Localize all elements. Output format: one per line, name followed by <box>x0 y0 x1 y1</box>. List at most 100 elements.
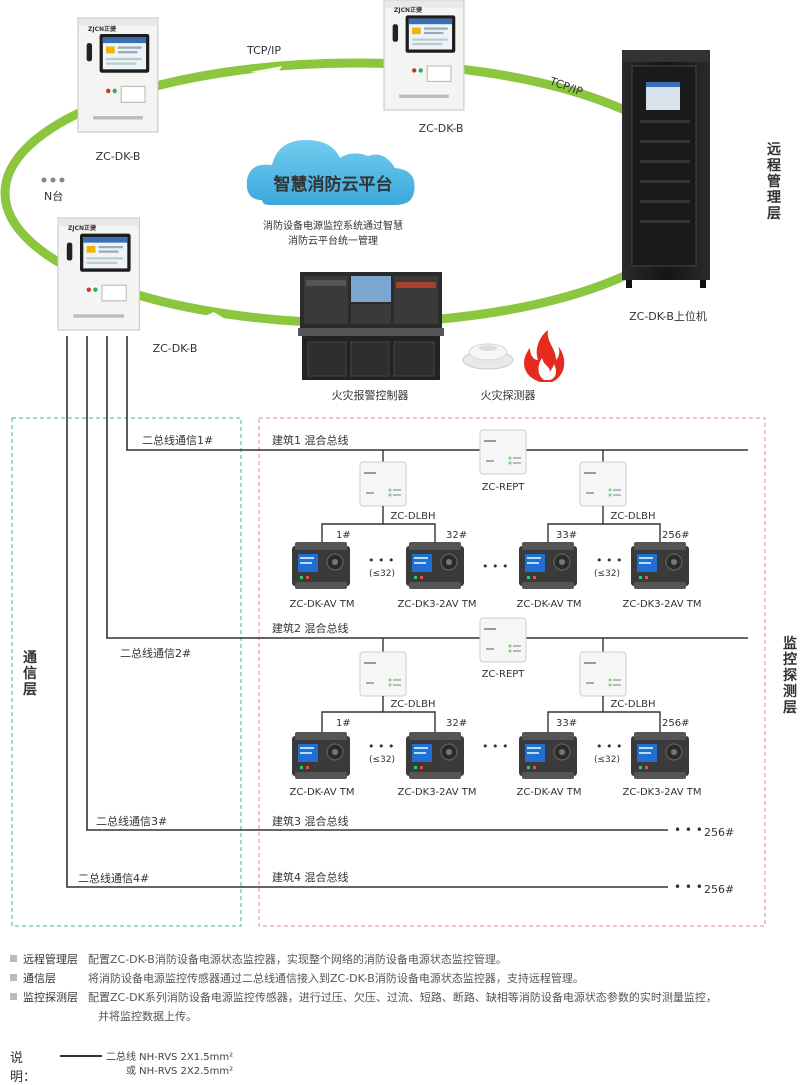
svg-text:层: 层 <box>23 682 37 698</box>
cloud-desc-1: 消防设备电源监控系统通过智慧 <box>263 219 403 232</box>
ring-arrow-right <box>572 98 598 118</box>
bus-label-3: 二总线通信3# <box>96 814 167 828</box>
legend-key-monitor: 监控探测层 <box>10 988 88 1007</box>
end-label-3: 256# <box>704 826 734 839</box>
building-label-2: 建筑2 混合总线 <box>272 621 349 635</box>
ring-arrow-top <box>250 66 282 76</box>
legend-key-remote: 远程管理层 <box>10 950 88 969</box>
cloud-desc-2: 消防云平台统一管理 <box>288 234 378 247</box>
legend-text-remote: 配置ZC-DK-B消防设备电源状态监控器，实现整个网络的消防设备电源状态监控管理… <box>88 953 507 966</box>
monitor-layer-frame <box>258 417 766 927</box>
svg-text:通: 通 <box>23 650 37 666</box>
fire-detector-label: 火灾探测器 <box>481 388 536 402</box>
fire-alarm-console <box>298 272 444 380</box>
host-rack <box>622 50 710 288</box>
building-label-4: 建筑4 混合总线 <box>272 870 349 884</box>
legend-key-comm: 通信层 <box>10 969 88 988</box>
sensor-num-2-32: 32# <box>446 718 467 729</box>
legend-row-remote: 远程管理层 配置ZC-DK-B消防设备电源状态监控器，实现整个网络的消防设备电源… <box>10 950 790 969</box>
bus-label-2: 二总线通信2# <box>120 646 191 660</box>
alarm-controller-label: 火灾报警控制器 <box>332 388 409 402</box>
building-2-devices: ZC-REPT ZC-DLBH ZC-DLBH 1# 32# 33# 256# … <box>290 617 702 798</box>
sensor-num-1-33: 33# <box>556 530 577 541</box>
tcp-label-left: TCP/IP <box>246 44 281 57</box>
svg-text:监: 监 <box>783 635 797 652</box>
svg-text:层: 层 <box>767 206 781 222</box>
sensor-num-1-256: 256# <box>662 530 689 541</box>
svg-text:探: 探 <box>783 667 797 684</box>
legend-text-comm: 将消防设备电源监控传感器通过二总线通信接入到ZC-DK-B消防设备电源状态监控器… <box>88 972 584 985</box>
end-label-4: 256# <box>704 883 734 896</box>
legend-text-monitor: 配置ZC-DK系列消防设备电源监控传感器，进行过压、欠压、过流、短路、断路、缺相… <box>88 991 717 1004</box>
comm-layer-frame <box>11 417 242 927</box>
flame-icon <box>524 330 565 382</box>
cloud-platform: 智慧消防云平台 消防设备电源监控系统通过智慧 消防云平台统一管理 <box>246 140 415 247</box>
ring-arrow-bottom-left <box>200 312 230 322</box>
brand-logo-1: ZJCN正捷 <box>88 25 117 33</box>
svg-text:远: 远 <box>767 142 781 158</box>
svg-text:• • •: • • • <box>368 554 394 567</box>
smoke-detector-icon <box>462 343 514 370</box>
panel-top-mid <box>383 0 465 111</box>
cloud-title: 智慧消防云平台 <box>274 174 393 195</box>
sensor-label-2a: ZC-DK-AV TM <box>290 787 355 798</box>
note-line-2: 或 NH-RVS 2X2.5mm² <box>126 1066 234 1077</box>
building-label-3: 建筑3 混合总线 <box>272 814 349 828</box>
dlbh-label-1b: ZC-DLBH <box>610 511 655 522</box>
more-dots-4: • • • <box>674 880 703 894</box>
dlbh-label-2a: ZC-DLBH <box>390 699 435 710</box>
host-label: ZC-DK-B上位机 <box>629 309 707 323</box>
max-label-2b: (≤32) <box>594 755 620 765</box>
more-units-icon <box>41 177 65 183</box>
repeater-label-1: ZC-REPT <box>482 482 526 493</box>
building-1-devices: ZC-REPT ZC-DLBH ZC-DLBH 1# 32# 33# 256# … <box>290 429 702 610</box>
bus-label-1: 二总线通信1# <box>142 433 213 447</box>
cable-line-sample <box>60 1055 102 1057</box>
svg-text:测: 测 <box>783 683 797 700</box>
max-label-1b: (≤32) <box>594 569 620 579</box>
legend-row-monitor: 监控探测层 配置ZC-DK系列消防设备电源监控传感器，进行过压、欠压、过流、短路… <box>10 988 790 1007</box>
sensor-label-2c: ZC-DK-AV TM <box>517 787 582 798</box>
n-units-label: N台 <box>44 189 63 203</box>
unit-label-top-left: ZC-DK-B <box>96 150 141 163</box>
layer-label-monitor: 监 控 探 测 层 <box>783 635 797 716</box>
legend-row-comm: 通信层 将消防设备电源监控传感器通过二总线通信接入到ZC-DK-B消防设备电源状… <box>10 969 790 988</box>
tcp-label-right: TCP/IP <box>547 74 585 98</box>
dlbh-label-1a: ZC-DLBH <box>390 511 435 522</box>
svg-text:• • •: • • • <box>368 740 394 753</box>
sensor-num-1-32: 32# <box>446 530 467 541</box>
ring-arrow-bottom-right <box>532 290 556 301</box>
unit-label-top-mid: ZC-DK-B <box>419 122 464 135</box>
panel-left <box>57 217 140 331</box>
sensor-label-1b: ZC-DK3-2AV TM <box>398 599 477 610</box>
svg-text:程: 程 <box>767 158 781 174</box>
max-label-2a: (≤32) <box>369 755 395 765</box>
more-dots-3: • • • <box>674 823 703 837</box>
svg-text:• • •: • • • <box>482 560 508 573</box>
note-label: 说明： <box>10 1051 37 1085</box>
svg-text:控: 控 <box>783 651 797 668</box>
svg-text:管: 管 <box>767 173 781 190</box>
bus-wires <box>66 336 748 888</box>
note-line-1: 二总线 NH-RVS 2X1.5mm² <box>106 1052 234 1063</box>
svg-text:信: 信 <box>23 665 37 682</box>
sensor-label-1c: ZC-DK-AV TM <box>517 599 582 610</box>
sensor-num-2-1: 1# <box>336 718 351 729</box>
sensor-num-2-33: 33# <box>556 718 577 729</box>
sensor-label-1d: ZC-DK3-2AV TM <box>623 599 702 610</box>
svg-text:层: 层 <box>783 700 797 716</box>
sensor-label-2b: ZC-DK3-2AV TM <box>398 787 477 798</box>
layer-label-remote: 远 程 管 理 层 <box>767 142 781 222</box>
max-label-1a: (≤32) <box>369 569 395 579</box>
brand-logo-2: ZJCN正捷 <box>394 6 423 14</box>
layer-legend: 远程管理层 配置ZC-DK-B消防设备电源状态监控器，实现整个网络的消防设备电源… <box>10 950 790 1026</box>
brand-logo-3: ZJCN正捷 <box>68 224 97 232</box>
sensor-label-1a: ZC-DK-AV TM <box>290 599 355 610</box>
svg-text:• • •: • • • <box>596 740 622 753</box>
building-label-1: 建筑1 混合总线 <box>272 433 349 447</box>
panel-top-left <box>77 17 159 133</box>
unit-label-left: ZC-DK-B <box>153 342 198 355</box>
dlbh-label-2b: ZC-DLBH <box>610 699 655 710</box>
svg-text:理: 理 <box>767 190 781 206</box>
svg-text:• • •: • • • <box>596 554 622 567</box>
